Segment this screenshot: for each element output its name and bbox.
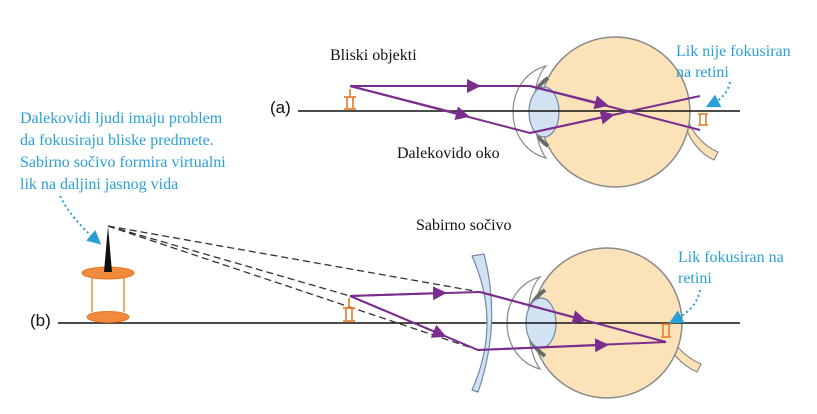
near-object-a [344, 89, 356, 110]
image-a [698, 113, 708, 126]
focused-note-line1: Lik fokusiran na [678, 249, 784, 266]
panel-b: (b) Sabirno sočivo Lik fokusiran na reti… [30, 217, 784, 399]
optic-nerve-a [685, 117, 719, 161]
virtual-image-candle [104, 226, 112, 272]
panel-b-tag: (b) [30, 311, 51, 330]
image-b [661, 323, 671, 338]
ray-arrow-b3 [479, 291, 587, 324]
ray-arrow-a3 [529, 85, 609, 110]
virtual-rays-b [107, 225, 481, 351]
explanation-line3: Sabirno sočivo formira virtualni [20, 154, 226, 171]
crystalline-lens-a [528, 86, 560, 138]
rays-a [349, 79, 701, 135]
not-focused-note-line1: Lik nije fokusiran [676, 43, 791, 60]
explanation-line4: lik na daljini jasnog vida [20, 176, 178, 193]
panel-a-tag: (a) [270, 98, 291, 117]
explanation-line2: da fokusiraju bliske predmete. [20, 132, 214, 149]
eyeball-a [539, 36, 691, 188]
virtual-image-base [86, 311, 130, 323]
explanation-pointer [59, 195, 102, 245]
ray-arrow-b2 [349, 295, 447, 338]
rays-b [349, 286, 667, 353]
focused-note-line2: retini [678, 270, 712, 287]
ray-arrow-b1 [349, 286, 447, 301]
ray-arrow-a2 [349, 85, 470, 121]
explanation-line1: Dalekovidi ljudi imaju problem [20, 110, 223, 127]
near-objects-label: Bliski objekti [330, 47, 417, 64]
converging-lens [471, 253, 493, 393]
converging-lens-label: Sabirno sočivo [416, 217, 512, 234]
note-pointer-b [668, 289, 701, 324]
virtual-image [81, 226, 135, 323]
ray-arrow-a4 [529, 110, 615, 134]
not-focused-note-line2: na retini [676, 64, 729, 81]
eye-a [512, 36, 719, 188]
panel-a: (a) Bliski objekti Dalekovido oko Lik ni… [270, 36, 791, 188]
farsighted-eye-label: Dalekovido oko [397, 145, 500, 162]
explanation-note: Dalekovidi ljudi imaju problem da fokusi… [20, 110, 226, 245]
note-pointer-a [705, 81, 731, 108]
near-object-b [343, 298, 355, 322]
ray-arrow-b4 [477, 338, 609, 353]
